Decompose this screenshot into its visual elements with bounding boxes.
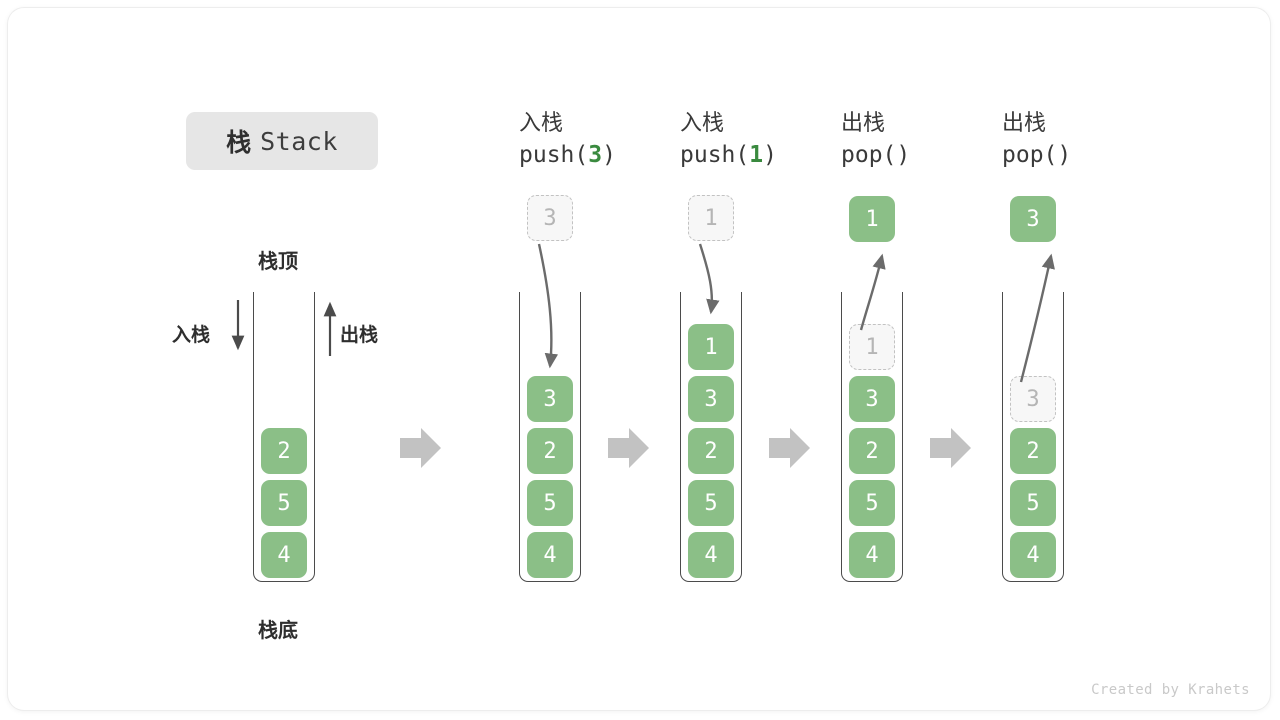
- step-header-3: 出栈 pop(): [841, 108, 910, 172]
- step-stack-cell: 1: [849, 324, 895, 370]
- base-stack-cell: 4: [261, 532, 307, 578]
- step-header-1: 入栈 push(3): [519, 108, 616, 172]
- stack-bottom-label: 栈底: [258, 620, 298, 642]
- popped-value-box: 3: [1010, 196, 1056, 242]
- step-op-label: 入栈: [519, 110, 564, 135]
- step-stack-cell: 4: [688, 532, 734, 578]
- stack-container-outline: [253, 292, 315, 582]
- code-suffix: ): [896, 142, 911, 168]
- code-prefix: pop(: [841, 142, 897, 168]
- stack-container-outline: [680, 292, 742, 582]
- step-stack-cell: 5: [688, 480, 734, 526]
- step-stack-2: 4 5 2 3 1: [680, 292, 742, 582]
- code-argument: 1: [749, 142, 764, 168]
- stack-pop-side-label: 出栈: [340, 325, 379, 346]
- step-stack-cell: 2: [527, 428, 573, 474]
- step-op-label: 出栈: [841, 110, 886, 135]
- base-stack-cell: 5: [261, 480, 307, 526]
- step-header-4: 出栈 pop(): [1002, 108, 1071, 172]
- step-stack-cell: 4: [1010, 532, 1056, 578]
- stack-title-en: Stack: [260, 126, 338, 156]
- stack-title-badge: 栈 Stack: [186, 112, 378, 170]
- base-stack: 4 5 2: [253, 292, 315, 582]
- step-stack-1: 4 5 2 3: [519, 292, 581, 582]
- code-suffix: ): [763, 142, 777, 168]
- stack-top-label: 栈顶: [258, 251, 298, 273]
- step-stack-cell: 1: [688, 324, 734, 370]
- step-stack-cells: 4 5 2 3 1: [680, 318, 742, 578]
- code-prefix: push(: [680, 142, 750, 168]
- stack-title-cn: 栈: [226, 129, 252, 157]
- step-stack-cell: 2: [849, 428, 895, 474]
- step-op-code: pop(): [841, 138, 910, 172]
- stack-container-outline: [841, 292, 903, 582]
- step-stack-cell: 5: [527, 480, 573, 526]
- step-stack-cell: 5: [1010, 480, 1056, 526]
- code-prefix: pop(: [1002, 142, 1058, 168]
- step-stack-cell: 3: [527, 376, 573, 422]
- popped-value-box: 1: [849, 196, 895, 242]
- step-stack-cell: 5: [849, 480, 895, 526]
- step-stack-cell: 4: [527, 532, 573, 578]
- code-prefix: push(: [519, 142, 589, 168]
- code-suffix: ): [602, 142, 616, 168]
- step-stack-cell: 2: [688, 428, 734, 474]
- stack-push-side-label: 入栈: [172, 325, 211, 346]
- stack-container-outline: [519, 292, 581, 582]
- footer-credit: Created by Krahets: [1091, 682, 1250, 698]
- pending-push-box: 1: [688, 195, 734, 241]
- step-stack-cell: 3: [1010, 376, 1056, 422]
- step-stack-4: 4 5 2 3: [1002, 292, 1064, 582]
- stack-container-outline: [1002, 292, 1064, 582]
- step-stack-cell: 3: [688, 376, 734, 422]
- step-stack-cells: 4 5 2 3: [1002, 370, 1064, 578]
- step-stack-cell: 4: [849, 532, 895, 578]
- step-stack-cell: 2: [1010, 428, 1056, 474]
- step-op-code: push(3): [519, 138, 616, 172]
- step-op-label: 入栈: [680, 110, 725, 135]
- step-op-label: 出栈: [1002, 110, 1047, 135]
- base-stack-cell: 2: [261, 428, 307, 474]
- base-stack-cells: 4 5 2: [253, 422, 315, 578]
- code-argument: 3: [588, 142, 603, 168]
- step-stack-3: 4 5 2 3 1: [841, 292, 903, 582]
- step-op-code: push(1): [680, 138, 777, 172]
- step-op-code: pop(): [1002, 138, 1071, 172]
- pending-push-box: 3: [527, 195, 573, 241]
- step-stack-cells: 4 5 2 3: [519, 370, 581, 578]
- step-stack-cells: 4 5 2 3 1: [841, 318, 903, 578]
- step-stack-cell: 3: [849, 376, 895, 422]
- step-header-2: 入栈 push(1): [680, 108, 777, 172]
- code-suffix: ): [1057, 142, 1072, 168]
